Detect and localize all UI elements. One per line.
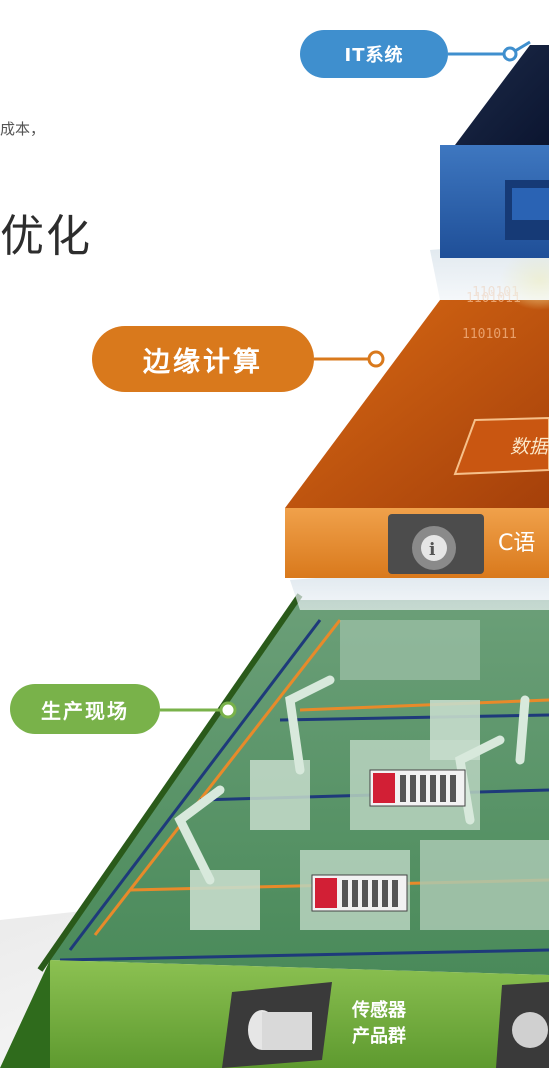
it-system-label: IT系统 [300, 30, 448, 78]
heading-fragment: 优化 [0, 211, 92, 262]
plc-controller-icon [311, 769, 466, 912]
round-sensor-icon [496, 982, 549, 1068]
brain-info-icon: i [388, 514, 484, 574]
light-curtain-sensor-icon [222, 982, 332, 1068]
svg-text:i: i [429, 540, 436, 560]
field-layer-edge [0, 960, 50, 1068]
sensor-products-label-line2: 产品群 [352, 1026, 406, 1047]
data-panel-label: 数据 [510, 436, 549, 458]
monitor-icon [505, 180, 549, 240]
robot-arm-icon [174, 675, 530, 885]
production-field-label: 生产现场 [10, 684, 160, 734]
svg-text:1101011: 1101011 [462, 327, 517, 342]
data-panel [453, 416, 549, 476]
c-language-label: C语 [498, 531, 536, 556]
it-layer-top [455, 45, 549, 145]
label-connectors [160, 40, 531, 719]
sensor-products-label-line1: 传感器 [352, 1000, 406, 1021]
intro-text-fragment: 成本， [0, 120, 46, 138]
field-layer-left-edge [37, 593, 303, 972]
edge-computing-label: 边缘计算 [92, 326, 314, 392]
